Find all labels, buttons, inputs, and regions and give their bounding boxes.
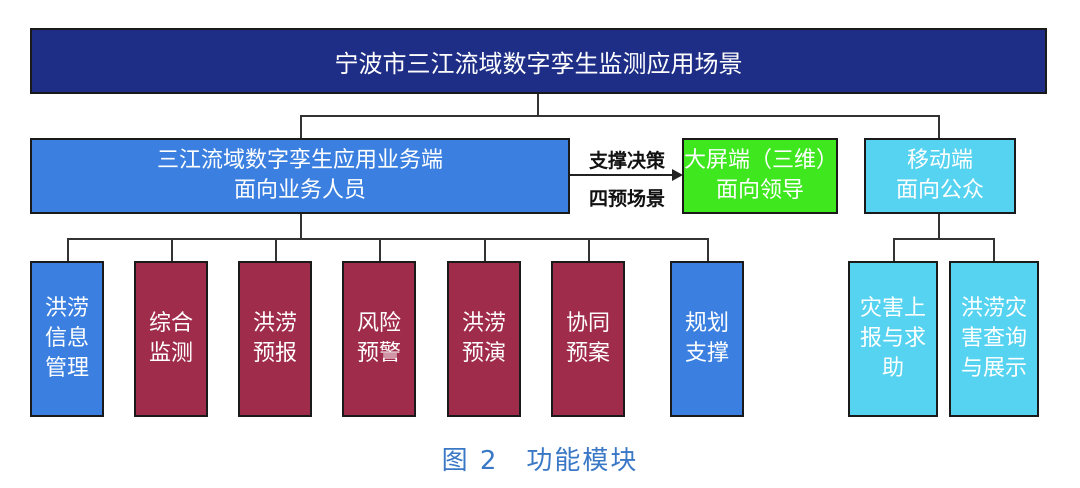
bigscreen-terminal-audience: 面向领导 [715, 178, 804, 203]
module-label: 协同预案 [565, 311, 610, 366]
mobile-terminal-box: 移动端 面向公众 [864, 138, 1016, 214]
figure-caption: 图 2 功能模块 [0, 440, 1080, 477]
arrow-label-top: 支撑决策 [588, 150, 665, 172]
business-terminal-title: 三江流域数字孪生应用业务端 [156, 148, 443, 174]
connector-module-1 [67, 238, 69, 261]
module-box: 风险预警 [342, 261, 416, 417]
bigscreen-terminal-title: 大屏端（三维） [684, 148, 839, 174]
module-box: 洪涝预演 [447, 261, 521, 417]
mobile-module-box: 灾害上报与求助 [848, 261, 938, 417]
module-label: 洪涝信息管理 [44, 296, 89, 381]
connector-mobile-module-2 [993, 238, 995, 261]
connector-module-2 [171, 238, 173, 261]
connector-module-6 [588, 238, 590, 261]
module-box: 洪涝信息管理 [30, 261, 104, 417]
module-label: 洪涝预演 [461, 311, 506, 366]
connector-module-5 [484, 238, 486, 261]
business-terminal-box: 三江流域数字孪生应用业务端 面向业务人员 [30, 138, 570, 214]
connector-module-3 [275, 238, 277, 261]
module-box: 规划支撑 [670, 261, 744, 417]
mobile-terminal-title: 移动端 [906, 148, 973, 174]
connector-business-bus [67, 238, 709, 240]
connector-top-stem [537, 94, 539, 116]
bigscreen-terminal-box: 大屏端（三维） 面向领导 [682, 138, 838, 214]
mobile-terminal-audience: 面向公众 [895, 178, 984, 203]
diagram-title: 宁波市三江流域数字孪生监测应用场景 [334, 49, 743, 78]
connector-to-mobile [938, 115, 940, 138]
diagram-title-box: 宁波市三江流域数字孪生监测应用场景 [30, 28, 1047, 94]
arrow-label-bottom: 四预场景 [588, 188, 665, 210]
connector-mobile-stem [938, 214, 940, 239]
connector-mobile-bus [893, 238, 995, 240]
arrow-label: 支撑决策 四预场景 [574, 140, 680, 212]
figure-title: 功能模块 [526, 446, 639, 476]
connector-mobile-module-1 [893, 238, 895, 261]
connector-to-business [300, 115, 302, 138]
module-box: 综合监测 [134, 261, 208, 417]
connector-top-bus [300, 115, 940, 117]
module-label: 规划支撑 [684, 311, 729, 366]
arrow-business-to-bigscreen [570, 169, 683, 181]
module-label: 风险预警 [356, 311, 401, 366]
mobile-module-label: 灾害上报与求助 [859, 296, 926, 381]
module-box: 洪涝预报 [238, 261, 312, 417]
mobile-module-label: 洪涝灾害查询与展示 [960, 296, 1027, 381]
mobile-module-box: 洪涝灾害查询与展示 [949, 261, 1039, 417]
connector-module-7 [707, 238, 709, 261]
figure-number: 图 2 [441, 446, 499, 476]
business-terminal-audience: 面向业务人员 [233, 178, 366, 203]
module-box: 协同预案 [551, 261, 625, 417]
module-label: 洪涝预报 [252, 311, 297, 366]
connector-business-stem [300, 214, 302, 239]
module-label: 综合监测 [148, 311, 193, 366]
connector-module-4 [379, 238, 381, 261]
